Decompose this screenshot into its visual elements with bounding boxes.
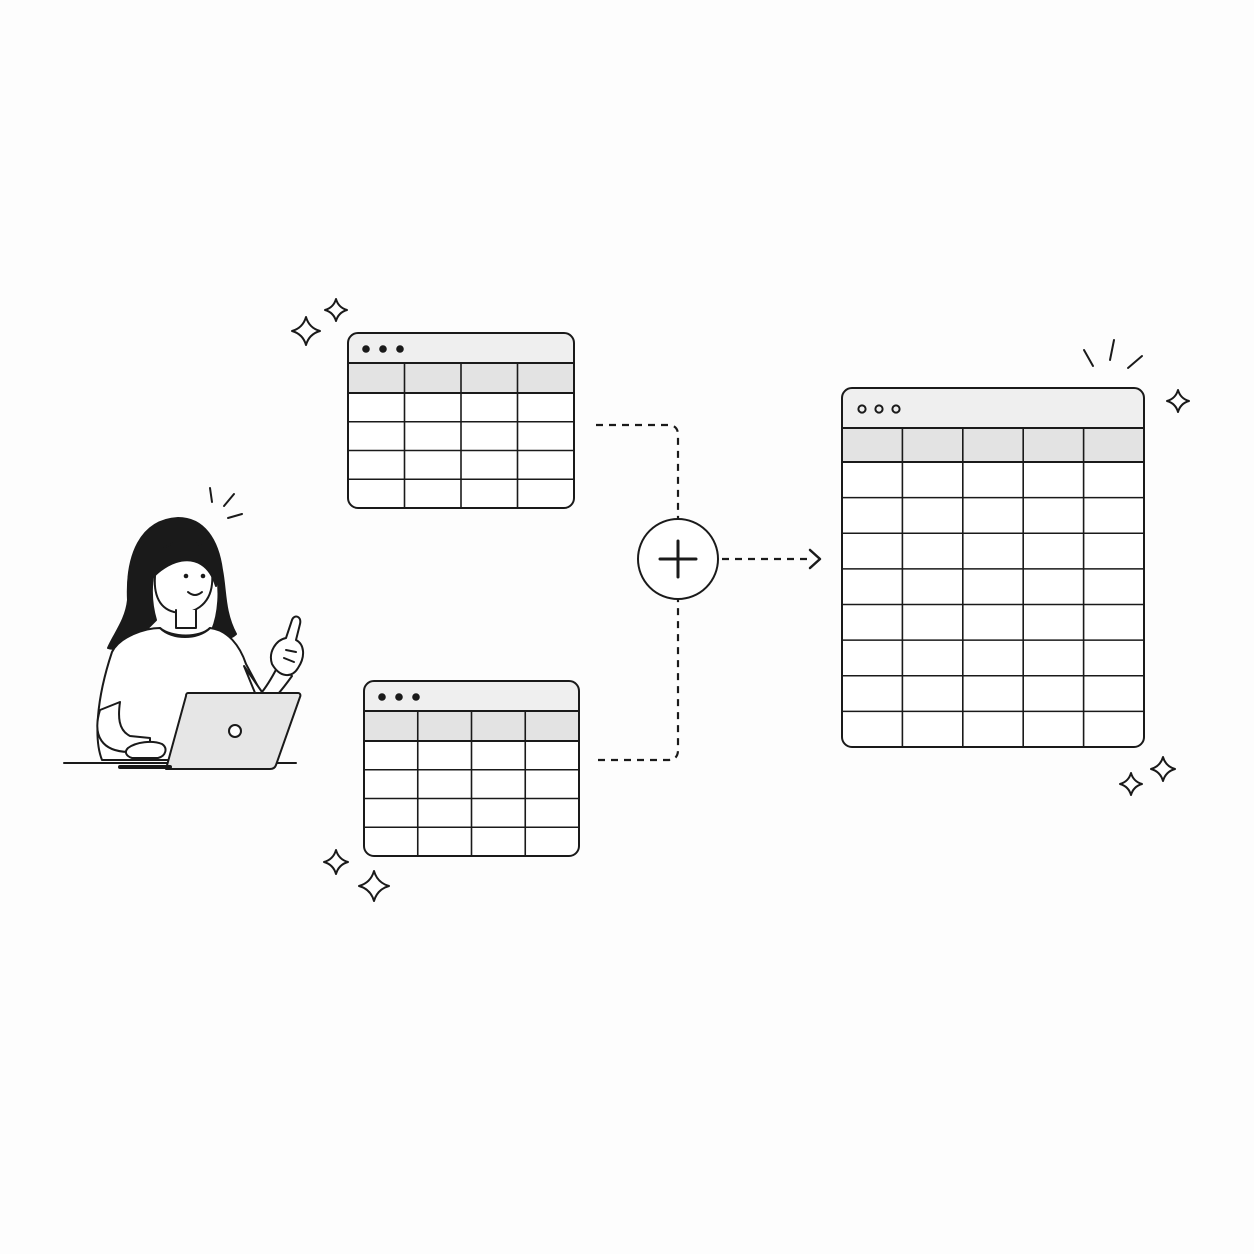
- eye: [183, 573, 189, 579]
- finger-detail: [283, 649, 297, 663]
- sparkle-icon: [324, 298, 348, 322]
- table-header-row: [842, 428, 1144, 462]
- collar: [159, 627, 211, 638]
- window-title-bar: [842, 388, 1144, 428]
- connector-top: [596, 423, 680, 518]
- table-body: [842, 388, 1144, 747]
- table-outline: [841, 387, 1145, 748]
- connector-lines: [596, 423, 812, 762]
- spreadsheet-window-icon: [347, 332, 575, 509]
- window-dot: [857, 404, 867, 414]
- connector-bottom: [598, 600, 680, 762]
- bangs: [149, 540, 219, 587]
- woman-with-laptop-illustration: [96, 517, 304, 761]
- plus-circle-icon: [637, 518, 719, 600]
- window-dot: [378, 693, 386, 701]
- table-content: [348, 333, 574, 508]
- sparkle-icon: [1166, 389, 1190, 413]
- typing-hand: [124, 740, 167, 759]
- window-dot: [396, 345, 404, 353]
- sparkle-icon: [1150, 756, 1176, 782]
- window-dot: [412, 693, 420, 701]
- window-dot: [362, 345, 370, 353]
- window-dot: [891, 404, 901, 414]
- arrow-right-icon: [808, 548, 822, 570]
- laptop-logo: [228, 724, 242, 738]
- smile: [187, 591, 203, 596]
- eye: [200, 573, 206, 579]
- sparkle-icon: [358, 870, 390, 902]
- pointing-hand: [270, 615, 304, 676]
- table-outline: [363, 680, 580, 857]
- window-dot: [379, 345, 387, 353]
- spreadsheet-window-icon: [363, 680, 580, 857]
- neck: [175, 609, 197, 629]
- window-dot: [874, 404, 884, 414]
- sparkle-icon: [1119, 772, 1143, 796]
- window-dot: [395, 693, 403, 701]
- sparkle-icon: [323, 849, 349, 875]
- sparkle-icon: [291, 316, 321, 346]
- burst-lines-icon: [209, 487, 243, 519]
- spreadsheet-window-icon: [841, 387, 1145, 748]
- laptop: [118, 692, 302, 770]
- table-outline: [347, 332, 575, 509]
- burst-lines-icon: [1083, 339, 1143, 369]
